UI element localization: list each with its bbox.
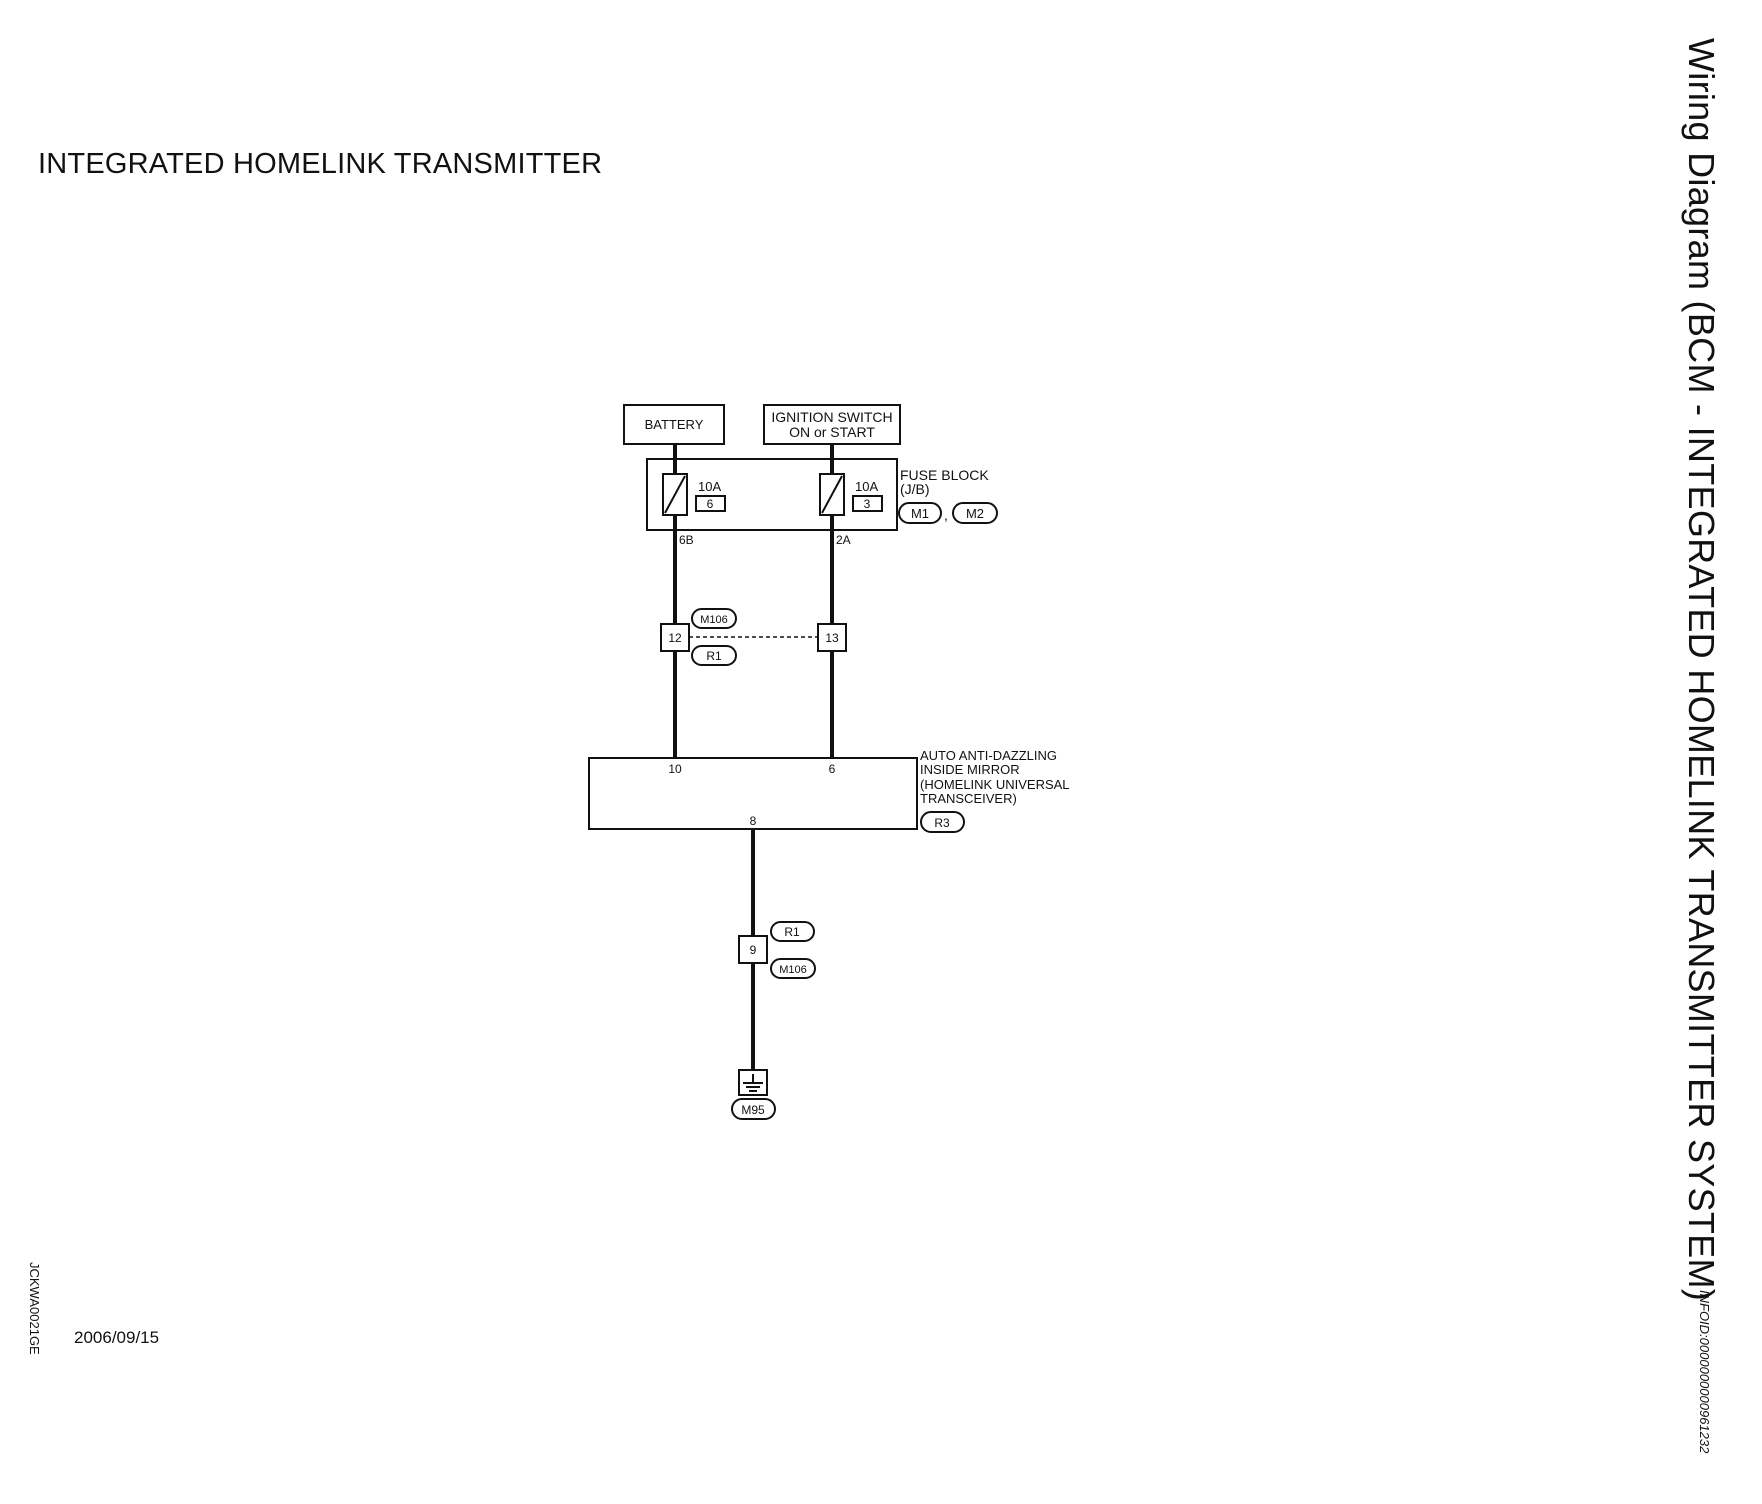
fuse-left-element: [664, 475, 686, 514]
fuse-connector-m2: M2: [966, 506, 984, 521]
terminal-6b: 6B: [679, 533, 694, 547]
battery-label: BATTERY: [645, 417, 704, 432]
junction-pin-12: 12: [668, 631, 682, 645]
fuse-right-number-box: [852, 495, 883, 512]
page-title: INTEGRATED HOMELINK TRANSMITTER: [38, 148, 603, 180]
mirror-connector-r3: R3: [934, 816, 950, 830]
ground-m95-oval: [731, 1098, 776, 1120]
fuse-block-label-line1: FUSE BLOCK: [900, 467, 989, 483]
fuse-right-rating: 10A: [855, 479, 878, 494]
fuse-connector-m1: M1: [911, 506, 929, 521]
fuse-connector-separator: ,: [944, 507, 948, 523]
ground-connector-m106-oval: [770, 958, 816, 979]
mirror-label-line2: INSIDE MIRROR: [920, 762, 1020, 777]
ignition-label-line1: IGNITION SWITCH: [771, 409, 892, 425]
fuse-connector-m1-oval: [898, 502, 942, 524]
mirror-label-line4: TRANSCEIVER): [920, 791, 1017, 806]
ground-m95: M95: [741, 1103, 765, 1117]
junction-connector-m106: M106: [700, 614, 728, 626]
fuse-left-rating: 10A: [698, 479, 721, 494]
mirror-label-line1: AUTO ANTI-DAZZLING: [920, 748, 1057, 763]
mirror-label-line3: (HOMELINK UNIVERSAL: [920, 777, 1070, 792]
junction-connector-r1-oval: [691, 645, 737, 666]
ignition-label-line2: ON or START: [789, 424, 875, 440]
ground-connector-r1-oval: [770, 921, 815, 942]
junction-pin-13: 13: [825, 631, 839, 645]
mirror-pin-6: 6: [829, 762, 836, 776]
fuse-left-number: 6: [707, 497, 714, 511]
fuse-block-box: [646, 458, 898, 531]
terminal-2a: 2A: [836, 533, 851, 547]
date: 2006/09/15: [74, 1328, 160, 1347]
mirror-connector-r3-oval: [920, 811, 965, 833]
mirror-pin-8: 8: [750, 814, 757, 828]
ground-connector-m106: M106: [779, 964, 807, 976]
ground-symbol-box: [738, 1069, 768, 1096]
fuse-right-element: [821, 475, 843, 514]
junction-connector-m106-oval: [691, 608, 737, 629]
ground-pin-9: 9: [750, 943, 757, 957]
junction-connector-r1: R1: [706, 649, 722, 663]
fuse-right-number: 3: [864, 497, 871, 511]
fuse-connector-m2-oval: [952, 502, 998, 524]
ground-connector-r1: R1: [784, 925, 800, 939]
mirror-pin-10: 10: [668, 762, 682, 776]
fuse-left-number-box: [695, 495, 726, 512]
fuse-block-label-line2: (J/B): [900, 481, 930, 497]
